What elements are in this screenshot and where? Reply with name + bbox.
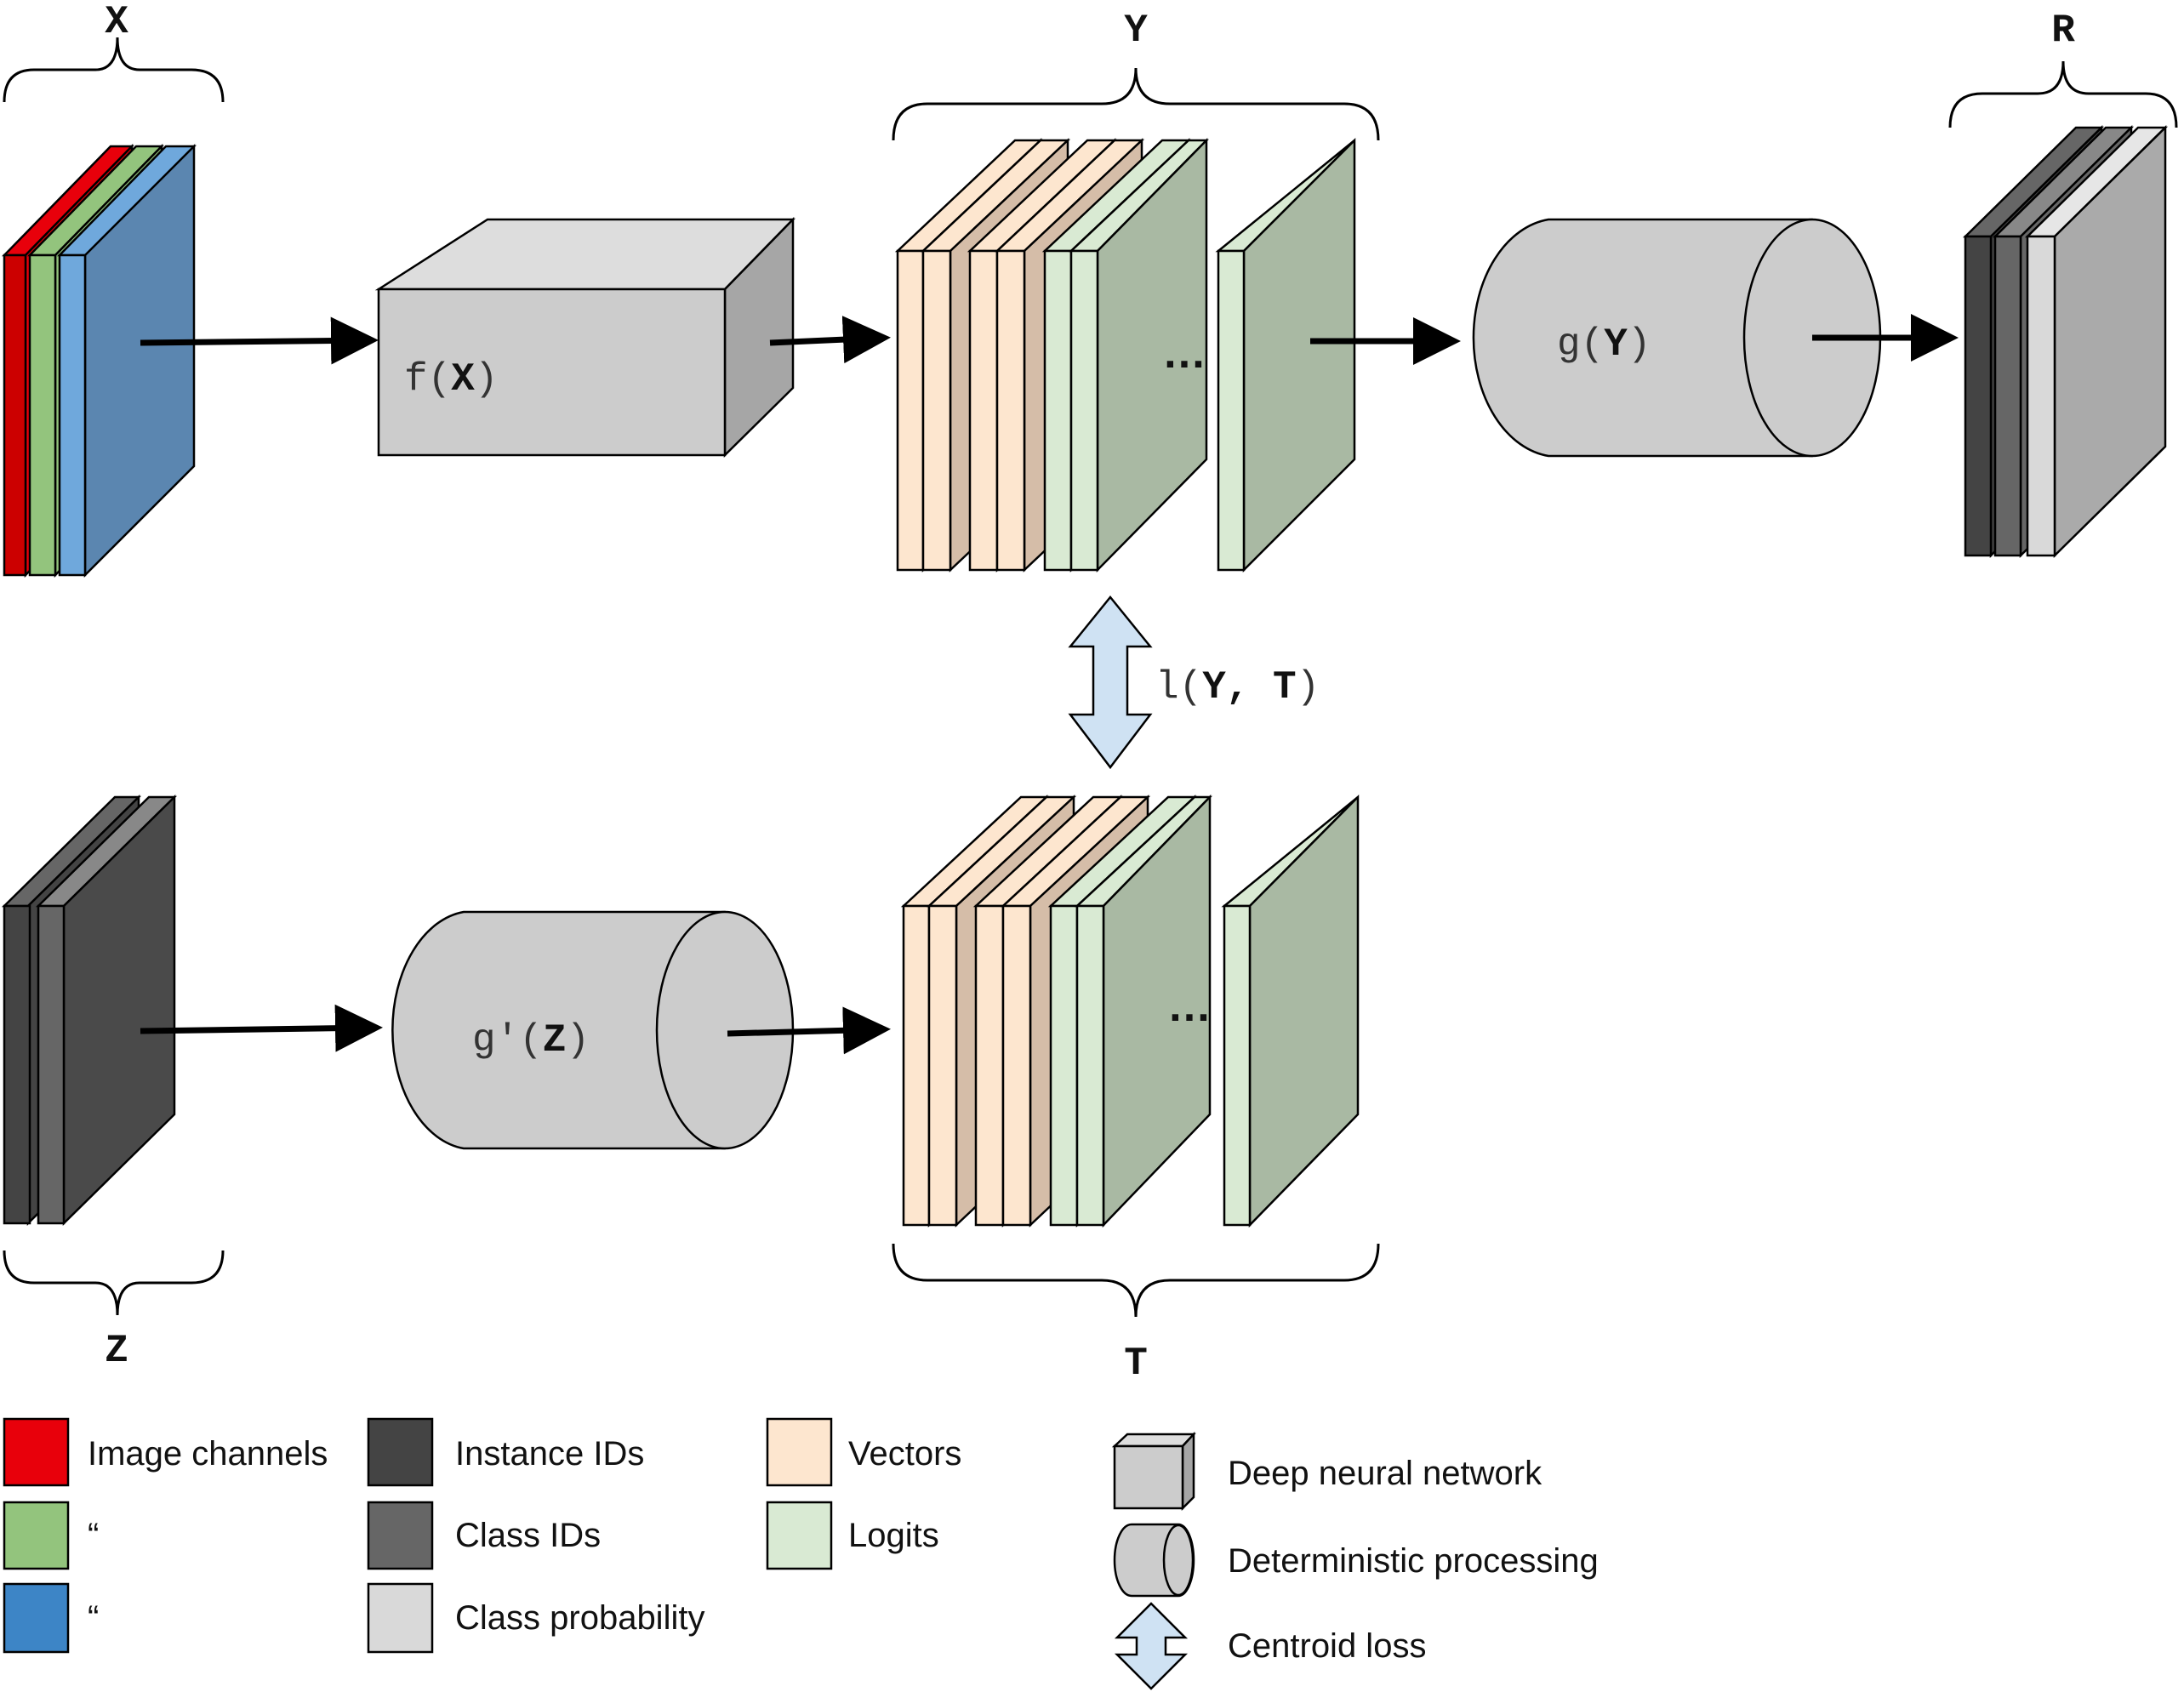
legend-label: Centroid loss — [1228, 1627, 1426, 1665]
r-class-prob-layer — [2024, 125, 2169, 558]
z-brace — [3, 1250, 225, 1316]
t-logit-layer — [1074, 794, 1212, 1228]
legend-swatch — [367, 1582, 434, 1654]
y-tensor-stack — [894, 137, 1356, 573]
z-class-ids-layer — [35, 795, 178, 1226]
legend-item-class-ids: Class IDs — [367, 1501, 601, 1570]
t-brace — [892, 1243, 1380, 1318]
legend-label: Deterministic processing — [1228, 1542, 1599, 1580]
r-output-stack — [1962, 125, 2169, 558]
arrow-f-to-y — [769, 316, 891, 364]
f-network-box — [374, 216, 795, 458]
legend-label: Vectors — [848, 1435, 961, 1473]
legend-item-green-channel: “ — [3, 1501, 99, 1570]
legend-item-vectors: Vectors — [766, 1417, 961, 1487]
gprime-processing-cylinder — [391, 910, 795, 1150]
legend-label: Logits — [848, 1517, 939, 1554]
cube-icon — [1111, 1431, 1196, 1512]
t-logit-layer — [1221, 794, 1360, 1228]
y-label: Y — [1124, 9, 1148, 53]
legend-item-image-channels: Image channels — [3, 1417, 328, 1487]
z-label: Z — [105, 1329, 128, 1373]
legend-label: “ — [88, 1599, 99, 1637]
legend-label: Instance IDs — [455, 1435, 644, 1473]
legend-swatch — [3, 1582, 70, 1654]
t-tensor-stack — [900, 794, 1360, 1228]
legend-swatch — [766, 1417, 833, 1487]
legend-swatch — [3, 1417, 70, 1487]
legend-item-deterministic-processing: Deterministic processing — [1113, 1523, 1599, 1598]
loss-double-arrow — [1068, 595, 1153, 770]
legend-item-logits: Logits — [766, 1501, 939, 1570]
gprime-function-label: g′(Z) — [472, 1018, 590, 1062]
loss-function-label: l(Y, T) — [1155, 665, 1320, 709]
arrow-x-to-f — [140, 316, 379, 365]
legend-item-deep-neural-network: Deep neural network — [1111, 1431, 1542, 1512]
legend-swatch — [367, 1417, 434, 1487]
y-logit-layer — [1068, 137, 1209, 573]
legend-swatch — [3, 1501, 70, 1570]
legend-swatch — [766, 1501, 833, 1570]
legend-item-centroid-loss: Centroid loss — [1114, 1602, 1426, 1690]
f-function-label: f(X) — [404, 357, 498, 402]
legend-item-blue-channel: “ — [3, 1582, 99, 1654]
y-logit-layer — [1215, 137, 1356, 573]
legend-label: Class probability — [455, 1599, 704, 1637]
blue-channel-layer — [57, 143, 197, 578]
legend-label: Image channels — [88, 1435, 328, 1473]
legend-item-instance-ids: Instance IDs — [367, 1417, 644, 1487]
arrow-z-to-gprime — [140, 1004, 383, 1052]
r-brace — [1948, 60, 2178, 128]
legend-swatch — [367, 1501, 434, 1570]
y-brace — [892, 67, 1380, 141]
legend: Image channels “ “ Instance IDs Class ID… — [3, 1417, 1599, 1690]
double-arrow-icon — [1114, 1602, 1189, 1690]
x-image-stack — [2, 143, 197, 578]
g-function-label: g(Y) — [1557, 322, 1651, 367]
legend-label: “ — [88, 1517, 99, 1554]
legend-label: Deep neural network — [1228, 1455, 1542, 1492]
legend-label: Class IDs — [455, 1517, 601, 1554]
cylinder-icon — [1113, 1523, 1195, 1598]
t-label: T — [1124, 1342, 1148, 1386]
r-label: R — [2051, 9, 2075, 53]
arrow-gprime-to-t — [727, 1006, 891, 1055]
t-ellipsis: … — [1167, 982, 1212, 1031]
x-label: X — [105, 0, 128, 44]
x-brace — [3, 37, 225, 103]
legend-item-class-probability: Class probability — [367, 1582, 704, 1654]
y-ellipsis: … — [1162, 328, 1206, 378]
z-label-stack — [1, 795, 178, 1226]
